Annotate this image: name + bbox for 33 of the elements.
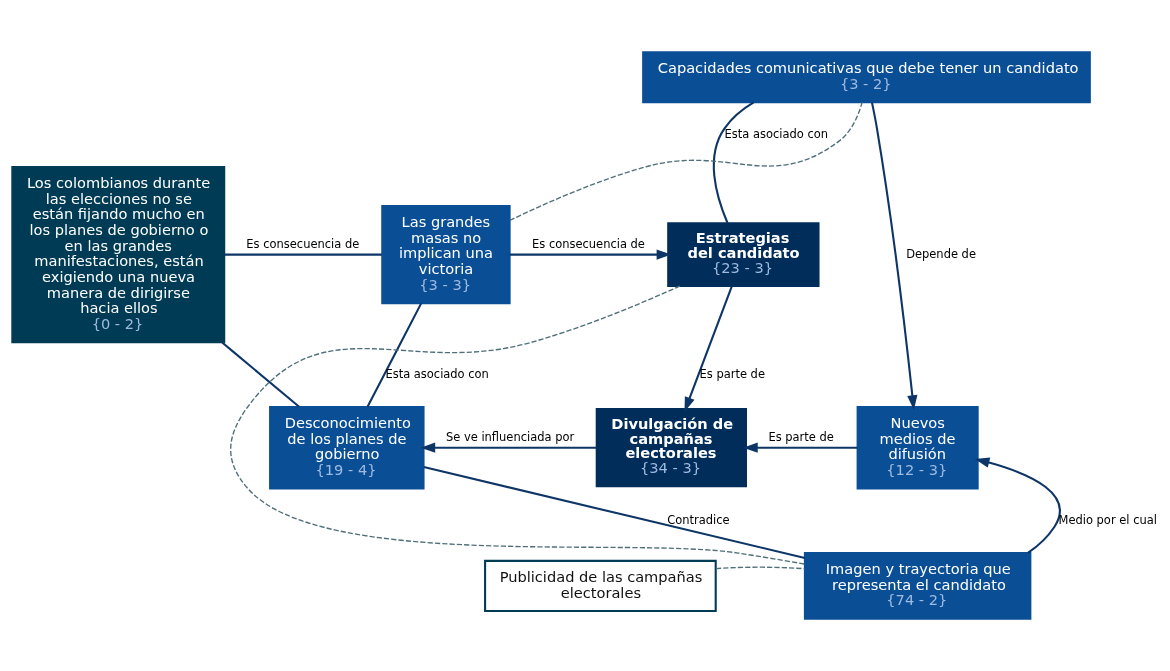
connector	[712, 101, 755, 224]
edge-label: Es parte de	[768, 430, 834, 445]
edge-label: Esta asociado con	[385, 366, 489, 381]
arrow	[684, 285, 733, 412]
connector	[423, 466, 806, 559]
node-box: Nuevos medios de difusión {12 - 3}	[856, 405, 979, 490]
connector	[509, 101, 863, 222]
node-box: Las grandes masas no implican una victoria {3 - 3}	[381, 205, 511, 305]
node-box: Capacidades comunicativas que debe tener un candidato {3 - 2}	[642, 51, 1091, 104]
node-box: Desconocimiento de los planes de gobierno {19 - 4}	[269, 405, 425, 490]
edge-label: Es consecuencia de	[246, 237, 360, 252]
node-box: Los colombianos durante las elecciones no se están fijando mucho en los planes de gobierno o en las grandes manifestaciones, están exigiendo una nueva manera de dirigirse hacia ellos {0 - 2}	[11, 165, 226, 344]
connector	[366, 302, 423, 408]
edge-label: Es consecuencia de	[532, 237, 645, 252]
edge-label: Es parte de	[699, 366, 765, 381]
connector	[221, 341, 300, 408]
node-box: Imagen y trayectoria que representa el candidato {74 - 2}	[803, 552, 1032, 620]
arrow	[509, 249, 672, 260]
arrow	[420, 442, 597, 453]
edge-label: Medio por el cual	[1058, 512, 1157, 527]
node-box: Divulgación de campañas electorales {34 - 3}	[595, 408, 747, 488]
arrow	[974, 457, 1061, 554]
connector	[224, 253, 382, 256]
arrow	[870, 102, 918, 410]
edge-label: Se ve influenciada por	[445, 430, 575, 445]
connector	[230, 285, 806, 565]
node-box: Publicidad de las campañas electorales	[484, 559, 717, 613]
edge-label: Depende de	[906, 246, 976, 261]
edge-label: Esta asociado con	[724, 126, 829, 141]
node-box: Estrategias del candidato {23 - 3}	[667, 222, 820, 287]
arrow	[743, 442, 858, 453]
connector	[715, 566, 806, 570]
edge-label: Contradice	[667, 512, 730, 527]
